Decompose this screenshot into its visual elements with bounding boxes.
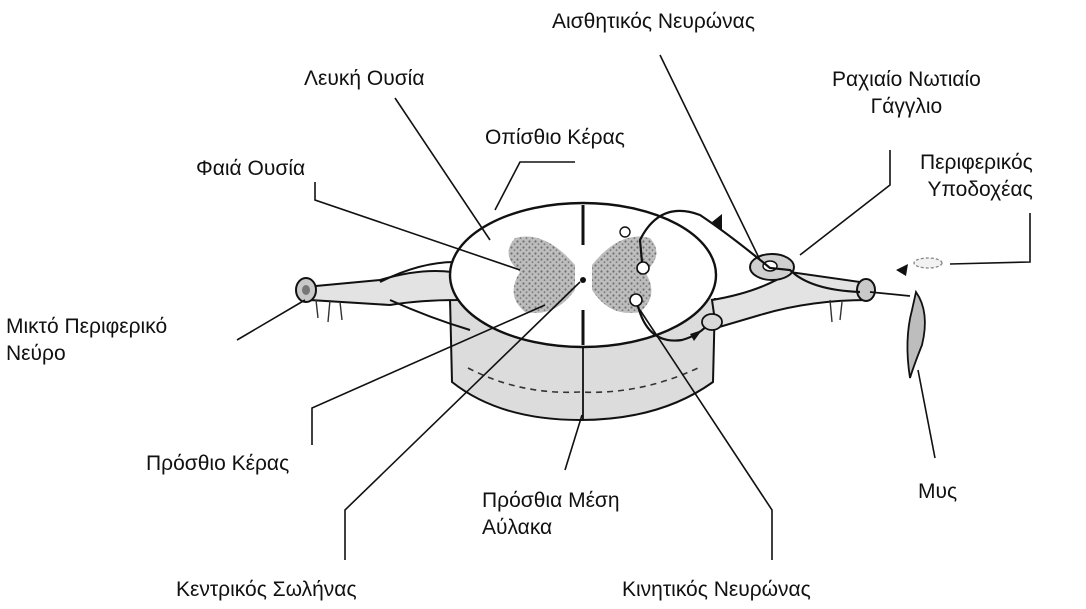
label-peripheral-receptor-line1: Περιφερικός <box>920 149 1033 176</box>
left-mixed-nerve <box>305 271 458 305</box>
central-canal-mark <box>580 277 586 283</box>
left-nerve-fibers <box>316 300 342 322</box>
right-nerve-cut-end <box>857 279 875 301</box>
leader-mixed-nerve <box>237 300 305 340</box>
label-dorsal-root-ganglion-line2: Γάγγλιο <box>832 93 981 120</box>
leader-anterior-fissure <box>565 415 582 470</box>
muscle-link <box>870 292 910 296</box>
sensory-end-cell <box>620 227 630 237</box>
label-anterior-median-fissure: Πρόσθια Μέση Αύλακα <box>482 487 620 541</box>
left-nerve-core <box>302 285 310 295</box>
motor-neuron-cell <box>630 294 642 306</box>
label-mixed-peripheral-nerve-line1: Μικτό Περιφερικό <box>6 313 167 340</box>
label-sensory-neuron: Αισθητικός Νευρώνας <box>552 8 755 35</box>
label-anterior-horn: Πρόσθιο Κέρας <box>146 450 289 477</box>
label-peripheral-receptor: Περιφερικός Υποδοχέας <box>920 149 1033 203</box>
leader-peripheral-receptor <box>950 213 1030 264</box>
muscle-shape <box>907 292 924 378</box>
label-motor-neuron: Κινητικός Νευρώνας <box>622 576 811 603</box>
label-dorsal-root-ganglion-line1: Ραχιαίο Νωτιαίο <box>832 66 981 93</box>
label-anterior-median-fissure-line2: Αύλακα <box>482 514 620 541</box>
label-peripheral-receptor-line2: Υποδοχέας <box>920 176 1033 203</box>
label-muscle: Μυς <box>918 478 957 505</box>
motor-root-bulge <box>702 314 722 330</box>
leader-muscle <box>918 370 935 458</box>
leader-dorsal-ganglion <box>800 150 890 255</box>
label-white-matter: Λευκή Ουσία <box>304 65 424 92</box>
label-posterior-horn: Οπίσθιο Κέρας <box>485 124 625 151</box>
label-gray-matter: Φαιά Ουσία <box>196 155 305 182</box>
label-mixed-peripheral-nerve-line2: Νεύρο <box>6 340 167 367</box>
interneuron-cell <box>637 262 649 274</box>
label-dorsal-root-ganglion: Ραχιαίο Νωτιαίο Γάγγλιο <box>832 66 981 120</box>
label-mixed-peripheral-nerve: Μικτό Περιφερικό Νεύρο <box>6 313 167 367</box>
right-mixed-nerve <box>712 272 868 328</box>
leader-white-matter <box>395 98 490 240</box>
label-anterior-median-fissure-line1: Πρόσθια Μέση <box>482 487 620 514</box>
receptor-arrow <box>896 264 908 276</box>
right-nerve-fibers <box>830 300 842 322</box>
label-central-canal: Κεντρικός Σωλήνας <box>176 576 357 603</box>
peripheral-receptor-shape <box>914 258 942 268</box>
